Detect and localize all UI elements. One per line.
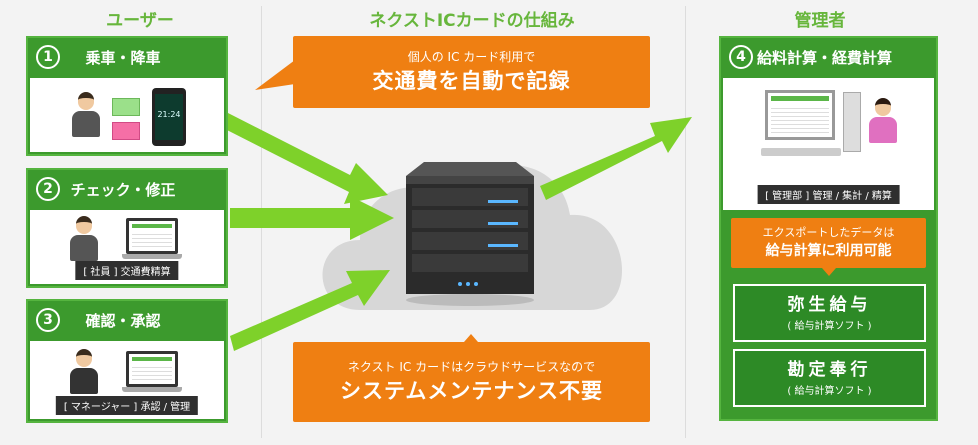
- ic-card-pink-icon: [112, 122, 140, 140]
- export-note-tail: [822, 268, 836, 276]
- callout-auto-record: 個人の IC カード利用で 交通費を自動で記録: [293, 36, 650, 108]
- software-bugyo-name: 勘定奉行: [787, 360, 872, 380]
- ic-card-green-icon: [112, 98, 140, 116]
- step-2-number: 2: [36, 177, 60, 201]
- callout-no-maintenance: ネクスト IC カードはクラウドサービスなので システムメンテナンス不要: [293, 342, 650, 422]
- export-note-big: 給与計算に利用可能: [765, 243, 892, 259]
- software-yayoi: 弥生給与 ( 給与計算ソフト ): [733, 284, 926, 342]
- divider-right: [685, 6, 686, 438]
- step-3-number: 3: [36, 308, 60, 332]
- laptop-icon: [122, 218, 182, 259]
- keyboard-icon: [761, 148, 841, 156]
- cloud-server: [404, 162, 536, 307]
- users-column-title: ユーザー: [106, 11, 174, 31]
- admin-person-icon: [869, 98, 897, 143]
- user-person-icon: [72, 92, 100, 137]
- employee-person-icon: [70, 216, 98, 261]
- step-4-label: 給料計算・経費計算: [756, 48, 892, 67]
- software-bugyo: 勘定奉行 ( 給与計算ソフト ): [733, 349, 926, 407]
- phone-time: 21:24: [155, 94, 183, 140]
- center-column-title: ネクストICカードの仕組み: [369, 11, 575, 31]
- callout-top-small: 個人の IC カード利用で: [407, 50, 536, 64]
- smartphone-icon: 21:24: [152, 88, 186, 146]
- software-yayoi-sub: ( 給与計算ソフト ): [787, 321, 872, 332]
- callout-bottom-small: ネクスト IC カードはクラウドサービスなので: [347, 360, 596, 374]
- step-1-label: 乗車・降車: [85, 48, 161, 67]
- export-note-small: エクスポートしたデータは: [762, 226, 895, 239]
- callout-bottom-tail: [464, 334, 478, 342]
- step-3-board: 3 確認・承認 [ マネージャー ] 承認 / 管理: [26, 299, 228, 423]
- software-bugyo-sub: ( 給与計算ソフト ): [787, 386, 872, 397]
- step-2-board: 2 チェック・修正 [ 社員 ] 交通費精算: [26, 168, 228, 288]
- step-1-number: 1: [36, 45, 60, 69]
- pc-tower-icon: [843, 92, 861, 152]
- step-3-caption: [ マネージャー ] 承認 / 管理: [55, 396, 199, 415]
- laptop-icon: [122, 351, 182, 392]
- step-3-label: 確認・承認: [85, 311, 161, 330]
- step-4-board: 4 給料計算・経費計算 [ 管理部 ] 管理 / 集計 / 精算 エクスポートし…: [719, 36, 938, 421]
- step-1-board: 1 乗車・降車 21:24: [26, 36, 228, 156]
- step-4-number: 4: [729, 45, 753, 69]
- step-2-label: チェック・修正: [70, 180, 176, 199]
- admin-illustration: [ 管理部 ] 管理 / 集計 / 精算: [723, 78, 934, 210]
- callout-top-big: 交通費を自動で記録: [372, 69, 571, 93]
- manager-person-icon: [70, 349, 98, 394]
- software-yayoi-name: 弥生給与: [787, 295, 872, 315]
- admin-column-title: 管理者: [794, 11, 846, 31]
- callout-bottom-big: システムメンテナンス不要: [340, 379, 603, 403]
- callout-top-tail: [255, 60, 295, 90]
- step-2-caption: [ 社員 ] 交通費精算: [75, 261, 179, 280]
- desktop-monitor-icon: [765, 90, 835, 140]
- step-4-caption: [ 管理部 ] 管理 / 集計 / 精算: [757, 185, 900, 204]
- export-note: エクスポートしたデータは 給与計算に利用可能: [731, 218, 926, 268]
